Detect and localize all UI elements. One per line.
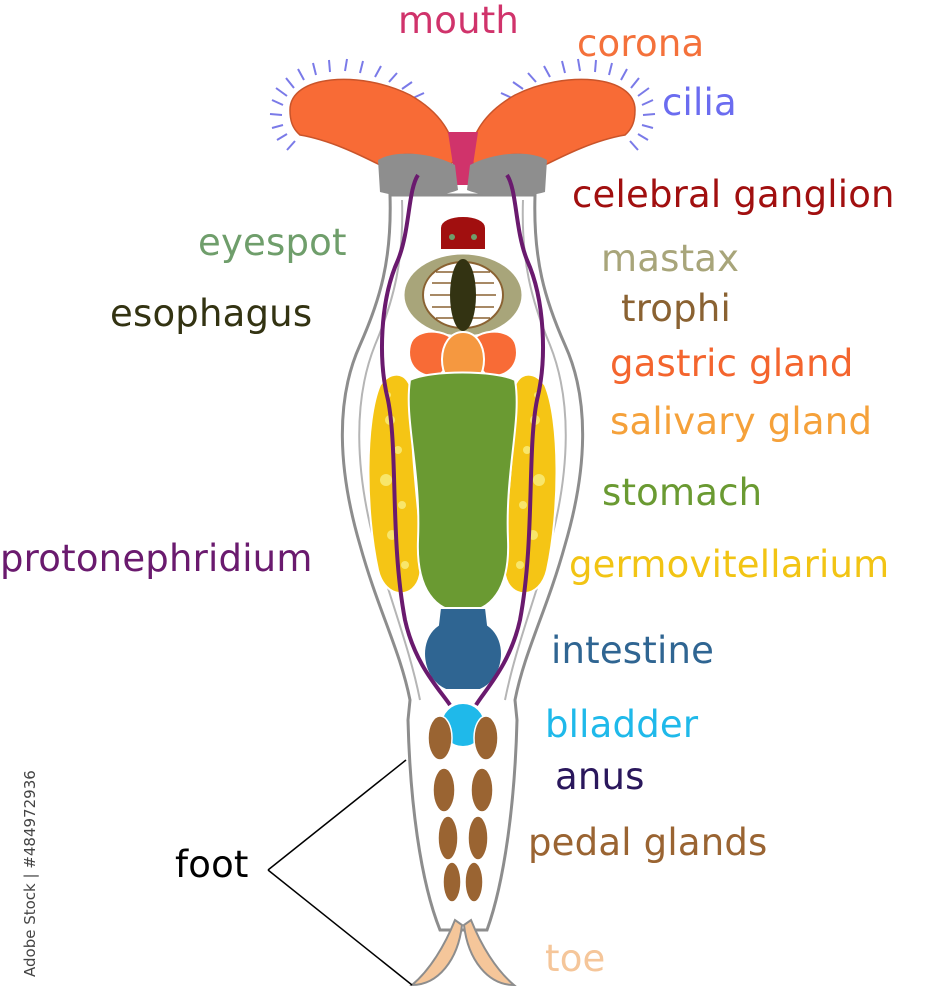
eyespot-shape <box>439 215 487 251</box>
label-anus: anus <box>555 755 645 798</box>
intestine-shape <box>423 607 503 691</box>
cerebral-ganglion <box>378 153 547 197</box>
label-salivary-gland: salivary gland <box>610 400 873 443</box>
label-foot: foot <box>175 843 249 886</box>
toe-left <box>409 918 464 987</box>
label-mouth: mouth <box>398 0 520 42</box>
cilia-fringe <box>269 58 656 151</box>
label-stomach: stomach <box>602 471 763 514</box>
foot-pointer-lines <box>267 759 413 986</box>
label-corona: corona <box>577 22 705 65</box>
label-germovitellarium: germovitellarium <box>569 543 890 586</box>
protonephridium-shape <box>380 173 545 707</box>
label-mastax: mastax <box>601 237 740 280</box>
toe-right <box>462 918 517 987</box>
label-cerebral-ganglion: celebral ganglion <box>572 173 895 216</box>
label-trophi: trophi <box>621 287 731 330</box>
label-eyespot: eyespot <box>198 221 347 264</box>
label-gastric-gland: gastric gland <box>610 342 854 385</box>
label-intestine: intestine <box>551 629 715 672</box>
label-toe: toe <box>545 937 606 980</box>
label-protonephridium: protonephridium <box>0 537 313 580</box>
body-inner-outline <box>358 199 567 701</box>
stomach-shape <box>407 371 518 614</box>
stock-id-text: Adobe Stock | #484972936 <box>21 770 39 977</box>
esophagus-shape <box>450 259 476 331</box>
pedal-glands-shape <box>427 715 499 903</box>
label-esophagus: esophagus <box>110 292 313 335</box>
label-cilia: cilia <box>662 81 737 124</box>
label-bladder: blladder <box>545 703 699 746</box>
label-pedal-glands: pedal glands <box>528 821 768 864</box>
